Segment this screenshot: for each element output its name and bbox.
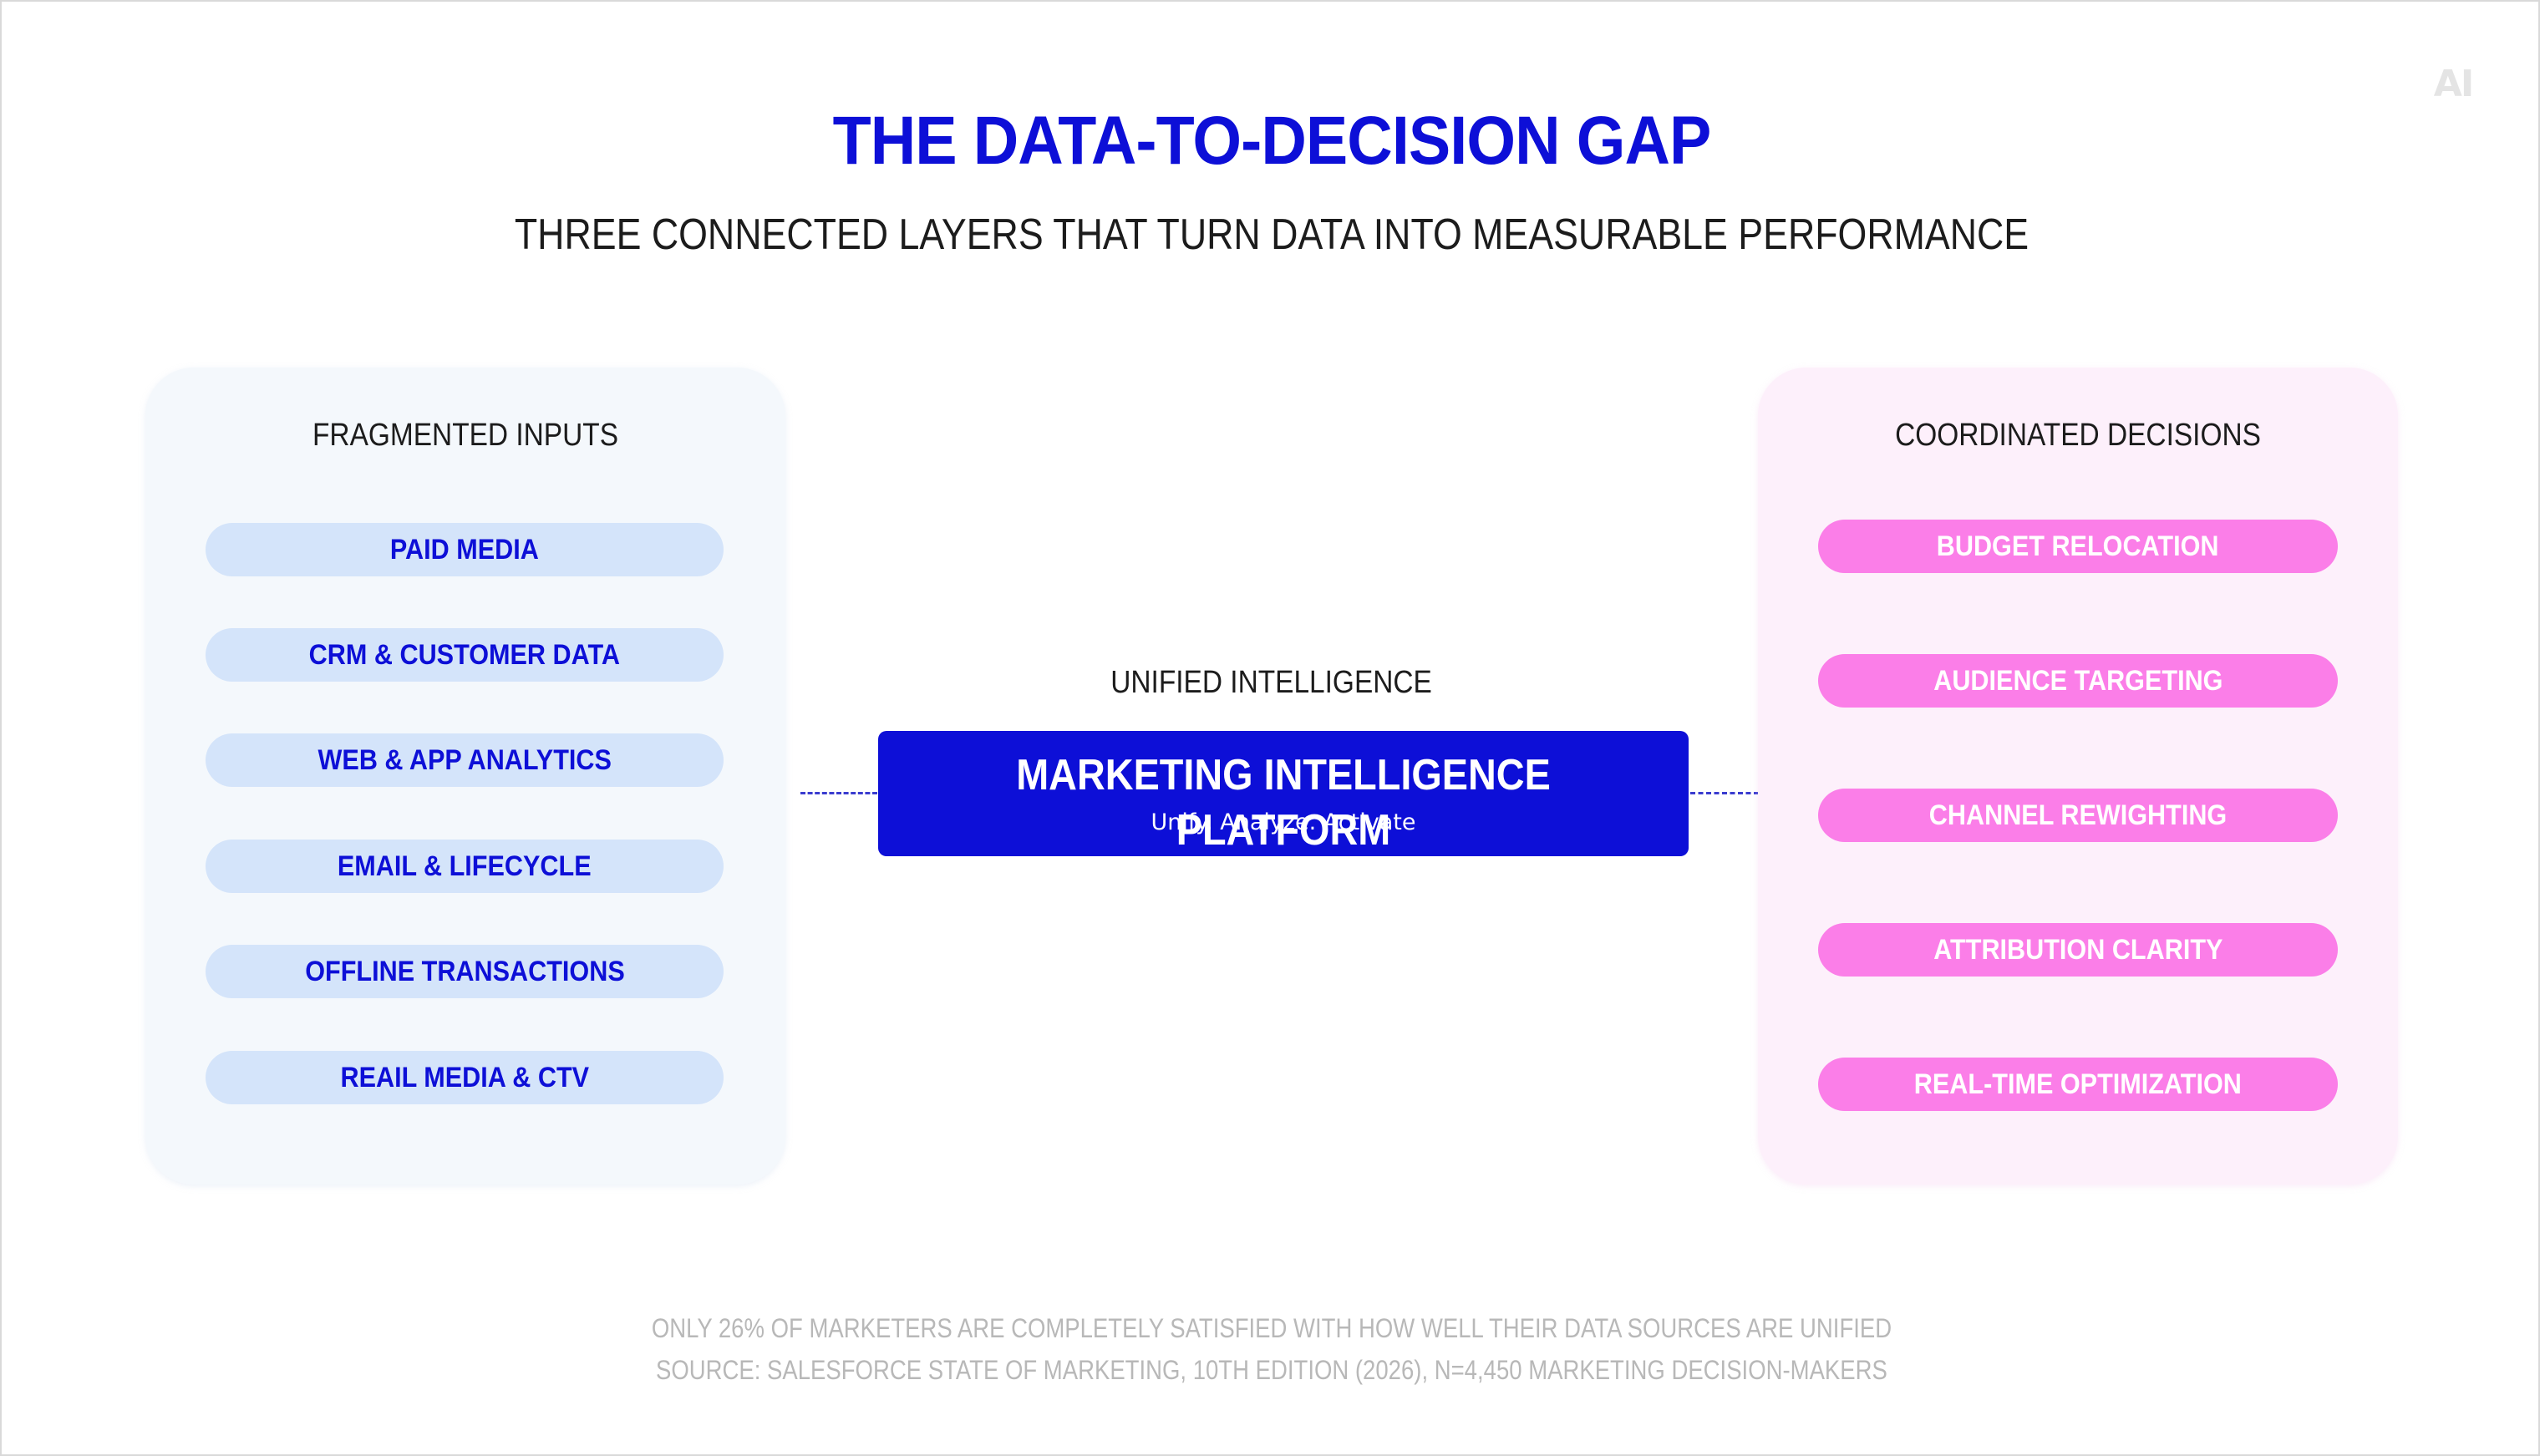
fragmented-inputs-panel: FRAGMENTED INPUTS PAID MEDIA CRM & CUSTO… (145, 368, 785, 1185)
input-pill-label: WEB & APP ANALYTICS (318, 744, 612, 776)
marketing-intelligence-platform-box: MARKETING INTELLIGENCE PLATFORM Unify. A… (878, 731, 1689, 856)
platform-tagline: Unify. Analyze. Activate (1151, 809, 1416, 835)
input-pill-label: REAIL MEDIA & CTV (340, 1062, 589, 1093)
source-footnote-text: SOURCE: SALESFORCE STATE OF MARKETING, 1… (656, 1355, 1887, 1385)
input-pill-label: CRM & CUSTOMER DATA (308, 639, 621, 671)
coordinated-decisions-panel: COORDINATED DECISIONS BUDGET RELOCATION … (1758, 368, 2398, 1185)
unified-intelligence-text: UNIFIED INTELLIGENCE (1110, 665, 1433, 700)
input-pill-offline: OFFLINE TRANSACTIONS (206, 945, 724, 998)
decision-pill-budget: BUDGET RELOCATION (1818, 520, 2338, 573)
right-dashed-connector (1690, 792, 1759, 794)
decision-pill-label: AUDIENCE TARGETING (1933, 665, 2223, 697)
stat-footnote: ONLY 26% OF MARKETERS ARE COMPLETELY SAT… (2, 1310, 2540, 1347)
ai-logo: AI (2433, 63, 2474, 105)
page-title: THE DATA-TO-DECISION GAP (832, 103, 1712, 179)
input-pill-retail-media: REAIL MEDIA & CTV (206, 1051, 724, 1104)
decision-pill-label: ATTRIBUTION CLARITY (1933, 934, 2223, 966)
platform-title-text: MARKETING INTELLIGENCE PLATFORM (1016, 751, 1551, 855)
decision-pill-label: REAL-TIME OPTIMIZATION (1913, 1068, 2243, 1100)
coordinated-decisions-heading: COORDINATED DECISIONS (1895, 418, 2261, 453)
decision-pill-label: BUDGET RELOCATION (1937, 530, 2219, 562)
input-pill-email: EMAIL & LIFECYCLE (206, 840, 724, 893)
input-pill-label: OFFLINE TRANSACTIONS (304, 956, 625, 987)
input-pill-label: EMAIL & LIFECYCLE (338, 850, 592, 882)
unified-intelligence-label: UNIFIED INTELLIGENCE (2, 662, 2540, 703)
decision-pill-audience: AUDIENCE TARGETING (1818, 654, 2338, 708)
input-pill-web-app: WEB & APP ANALYTICS (206, 733, 724, 787)
left-dashed-connector (800, 792, 877, 794)
platform-title: MARKETING INTELLIGENCE PLATFORM (878, 748, 1689, 858)
source-footnote: SOURCE: SALESFORCE STATE OF MARKETING, 1… (2, 1352, 2540, 1388)
stat-footnote-text: ONLY 26% OF MARKETERS ARE COMPLETELY SAT… (651, 1313, 1892, 1343)
decision-pill-attribution: ATTRIBUTION CLARITY (1818, 923, 2338, 977)
decision-pill-channel: CHANNEL REWIGHTING (1818, 789, 2338, 842)
page-subtitle: THREE CONNECTED LAYERS THAT TURN DATA IN… (514, 211, 2029, 259)
input-pill-label: PAID MEDIA (390, 534, 539, 566)
input-pill-crm: CRM & CUSTOMER DATA (206, 628, 724, 682)
input-pill-paid-media: PAID MEDIA (206, 523, 724, 576)
fragmented-inputs-heading: FRAGMENTED INPUTS (312, 418, 618, 453)
decision-pill-realtime: REAL-TIME OPTIMIZATION (1818, 1058, 2338, 1111)
decision-pill-label: CHANNEL REWIGHTING (1928, 799, 2228, 831)
